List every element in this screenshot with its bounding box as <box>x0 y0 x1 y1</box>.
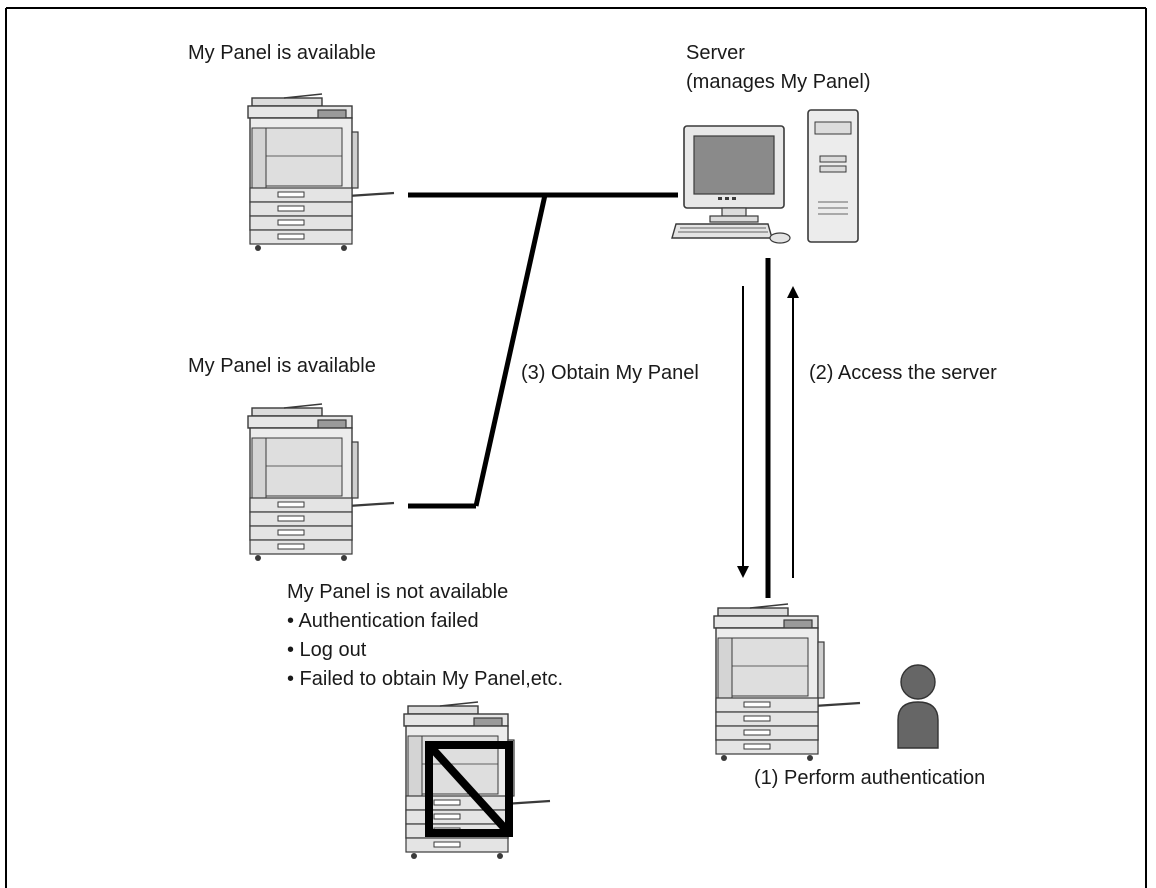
not-available-bullet: • Log out <box>287 639 367 661</box>
not-available-bullet: • Failed to obtain My Panel,etc. <box>287 668 564 690</box>
not-available-bullet: • Authentication failed <box>287 610 479 632</box>
top-printer-label: My Panel is available <box>188 42 376 64</box>
arrow-obtain-head <box>737 566 749 578</box>
desktop-computer-icon <box>671 109 859 244</box>
link-trunk <box>473 194 548 507</box>
server-sublabel: (manages My Panel) <box>686 71 871 93</box>
not-available-title: My Panel is not available <box>287 581 509 603</box>
multifunction-printer-icon <box>712 602 862 763</box>
server-label: Server <box>686 42 745 64</box>
step-access-label: (2) Access the server <box>809 362 997 384</box>
middle-printer-label: My Panel is available <box>188 355 376 377</box>
person-icon <box>897 664 939 749</box>
step-obtain-label: (3) Obtain My Panel <box>521 362 699 384</box>
multifunction-printer-icon <box>246 402 396 563</box>
arrow-access-head <box>787 286 799 298</box>
prohibited-sign-icon <box>425 741 513 837</box>
multifunction-printer-icon <box>246 92 396 253</box>
step-authenticate-label: (1) Perform authentication <box>754 767 986 789</box>
